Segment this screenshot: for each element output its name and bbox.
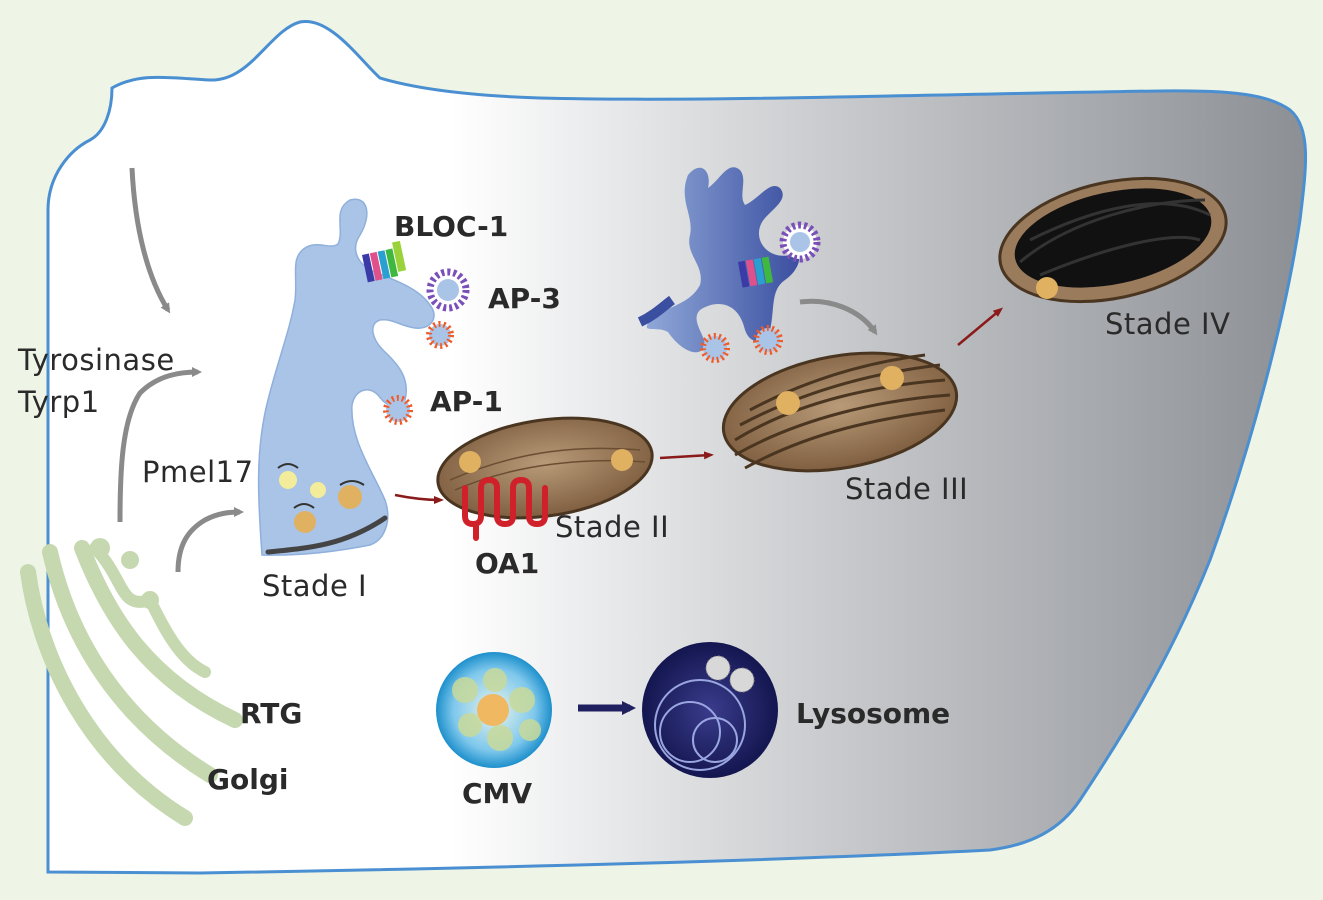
stade2-label: Stade II <box>555 510 670 544</box>
golgi-apparatus <box>20 538 243 826</box>
stade1-label: Stade I <box>262 569 368 603</box>
stage3-melanosome <box>721 351 959 473</box>
golgi-label: Golgi <box>207 763 289 796</box>
bloc1-label: BLOC-1 <box>394 210 509 243</box>
oa1-receptor-icon <box>462 476 548 541</box>
bloc1-complex-icon <box>362 240 407 283</box>
stage1-endosome <box>257 198 435 556</box>
cmv-label: CMV <box>462 777 533 810</box>
red-arrows <box>394 307 1004 504</box>
lysosome-label: Lysosome <box>796 697 951 730</box>
tyrp1-label: Tyrp1 <box>18 385 100 419</box>
oa1-label: OA1 <box>475 547 540 580</box>
ap1-label: AP-1 <box>430 385 503 418</box>
ap3-label: AP-3 <box>488 282 561 315</box>
grey-arrows <box>117 167 878 573</box>
stade4-label: Stade IV <box>1105 307 1231 341</box>
rtg-label: RTG <box>240 697 303 730</box>
ap3-coat-icon <box>426 268 470 312</box>
lysosome <box>642 642 778 778</box>
cell-membrane <box>46 20 1307 875</box>
endosome-secondary <box>637 167 821 363</box>
pmel17-label: Pmel17 <box>142 455 254 489</box>
cmv-vesicle <box>436 652 552 768</box>
tyrosinase-label: Tyrosinase <box>18 343 175 377</box>
stage4-melanosome <box>998 176 1228 304</box>
ap1-coat-icon <box>383 321 454 425</box>
stage2-melanosome <box>436 416 654 520</box>
stade3-label: Stade III <box>845 472 969 506</box>
